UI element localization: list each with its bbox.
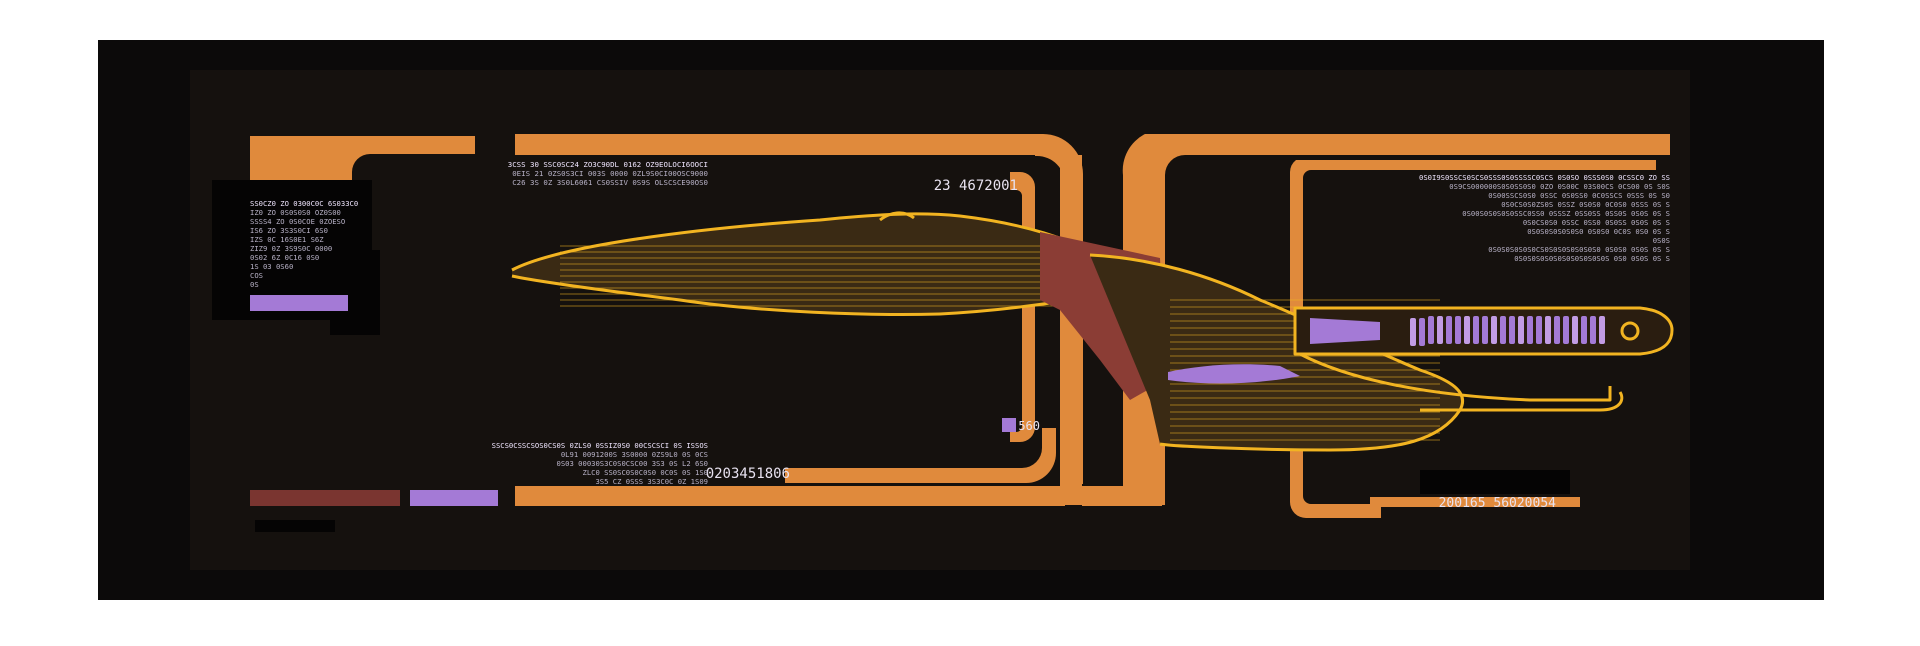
nacelle-cell	[1437, 316, 1443, 344]
nacelle-cell	[1509, 316, 1515, 344]
nacelle-cell	[1410, 318, 1416, 346]
saucer-deck-lines	[560, 245, 1060, 307]
nacelle-cell	[1419, 318, 1425, 346]
engineering-hull	[1090, 255, 1463, 450]
saucer-outline	[511, 212, 1071, 316]
nacelle-cell	[1545, 316, 1551, 344]
nacelle-intake	[1310, 318, 1380, 344]
table-row: 0S	[250, 280, 259, 289]
nacelle-cell	[1599, 316, 1605, 344]
table-row: 3CSS 30 SSC0SC24 ZO3C90DL 0162 OZ9EOLOCI…	[508, 160, 708, 169]
ship-schematic-icon	[511, 211, 1674, 452]
table-top-center: 3CSS 30 SSC0SC24 ZO3C90DL 0162 OZ9EOLOCI…	[508, 160, 708, 187]
nacelle-cells	[1410, 316, 1605, 346]
bottom-code-label: 0203451806	[706, 466, 790, 482]
nacelle-cell	[1455, 316, 1461, 344]
small-lilac-square	[1002, 418, 1016, 432]
nacelle-cell	[1473, 316, 1479, 344]
bottom-left-maroon-bar	[250, 490, 400, 506]
nacelle-cell	[1554, 316, 1560, 344]
nacelle-pylon	[1299, 352, 1612, 402]
nacelle-cell	[1500, 316, 1506, 344]
table-row: 0S02 6Z 0C16 0S0	[250, 253, 319, 262]
nacelle-cell	[1590, 316, 1596, 344]
table-row: 0S0CS0S0ZS0S 0SSZ 0S0S0 0C0S0 0SSS 0S S	[1501, 200, 1670, 209]
table-row: COS	[250, 271, 263, 280]
table-row: C26 3S 0Z 3S0L6061 CS0SSIV 0S9S OLSCSCE9…	[512, 178, 708, 187]
table-row: IZ0 ZO 0S0S0S0 OZ0S00	[250, 208, 341, 217]
nacelle-cell	[1527, 316, 1533, 344]
table-row: 0S0S0S0S0S0S0 0S0S0 0C0S 0S0 0S S	[1527, 227, 1670, 236]
table-row: SSSS4 ZO 0S0COE 0ZOESO	[250, 217, 345, 226]
table-row: IS6 ZO 3S3S0CI 6S0	[250, 226, 328, 235]
table-row: 0S9CS000000S0S0SS0S0 0ZO 0S00C 03S00CS 0…	[1449, 182, 1670, 191]
code-readouts: 23 4672001 0203451806 200165 56020054 56…	[706, 178, 1556, 511]
table-row: SS0CZ0 ZO 0300C0C 6S033C0	[250, 199, 358, 208]
table-row: 0S03 00030S3C0S0CSC00 3S3 0S L2 6S0	[557, 459, 708, 468]
bottom-left-dark-bar	[255, 520, 335, 532]
nacelle-cell	[1491, 316, 1497, 344]
nacelle-cell	[1428, 316, 1434, 344]
table-bottom-center: SSCS0CSSCSOS0CS0S 0ZLS0 0SSIZ0S0 00CSCSC…	[492, 441, 708, 486]
left-dark-tab	[330, 250, 380, 335]
left-lilac-bar	[250, 295, 348, 311]
top-center-bar	[515, 134, 1035, 155]
nacelle-cell	[1482, 316, 1488, 344]
nacelle-cell	[1536, 316, 1542, 344]
table-right-block: 0S0I9S0SSCS0SCS0SSS0S0SSSSC0SCS 0S0SO 0S…	[1419, 173, 1670, 263]
bottom-bridge-bar	[1082, 486, 1162, 506]
bridge-dome	[879, 211, 915, 222]
right-bottom-dark-block	[1420, 470, 1570, 494]
table-row: 0S00S0S0S0S0SSC0SS0 0SSSZ 0SS0SS 0SS0S 0…	[1462, 209, 1670, 218]
table-row: 0L91 0091200S 3S0000 0ZS9L0 0S 0CS	[561, 450, 708, 459]
nacelle-outline	[1293, 306, 1674, 356]
nacelle-cell	[1563, 316, 1569, 344]
table-row: ZLC0 SS0SC0S0C0S0 0C0S 0S 1S0	[583, 468, 709, 477]
table-row: 0S0S	[1653, 236, 1670, 245]
right-code-label: 200165 56020054	[1439, 496, 1557, 511]
table-row: 0EIS 21 0ZS0S3CI 003S 0000 0ZL9S0CI00OSC…	[512, 169, 708, 178]
table-row: 0S0CS0S0 0SSC 0SS0 0S0SS 0S0S 0S S	[1523, 218, 1670, 227]
engineering-outline	[1089, 253, 1464, 452]
table-row: ZIZ9 0Z 3S9S0C 0000	[250, 244, 332, 253]
bussard-collector	[1620, 321, 1640, 341]
table-row: IZS 0C 16S0E1 S6Z	[250, 235, 324, 244]
shuttle-bay-line	[1420, 391, 1624, 412]
small-code-label: 560	[1018, 419, 1040, 433]
table-row: 0S0S0S0S0S0CS0S0S0S0S0S0S0 0S0S0 0S0S 0S…	[1488, 245, 1670, 254]
top-code-label: 23 4672001	[934, 178, 1018, 194]
deflector-dish	[1168, 364, 1300, 384]
bottom-center-bar	[515, 486, 1065, 506]
nacelle-cell	[1581, 316, 1587, 344]
bottom-inner-elbow	[785, 428, 1056, 483]
nacelle-cell	[1464, 316, 1470, 344]
nacelle-cell	[1518, 316, 1524, 344]
table-row: 3S5 CZ 0SSS 3S3C0C 0Z 1S09	[595, 477, 708, 486]
nacelle-cell	[1446, 316, 1452, 344]
table-row: SSCS0CSSCSOS0CS0S 0ZLS0 0SSIZ0S0 00CSCSC…	[492, 441, 708, 450]
table-row: 1S 03 0S60	[250, 262, 293, 271]
engineering-deck-lines	[1170, 299, 1440, 441]
nacelle-cell	[1572, 316, 1578, 344]
side-blocks	[212, 180, 1570, 532]
bottom-left-lilac-bar	[410, 490, 498, 506]
right-bottom-bar	[1370, 497, 1580, 507]
table-row: 0S0I9S0SSCS0SCS0SSS0S0SSSSC0SCS 0S0SO 0S…	[1419, 173, 1670, 182]
table-row: 0S00SSCS0S0 0SSC 0S0SS0 0C0SSCS 0SSS 0S …	[1488, 191, 1670, 200]
table-row: 0S0S0S0S0S0S0S0S0S0S0S 0S0 0S0S 0S S	[1514, 254, 1670, 263]
